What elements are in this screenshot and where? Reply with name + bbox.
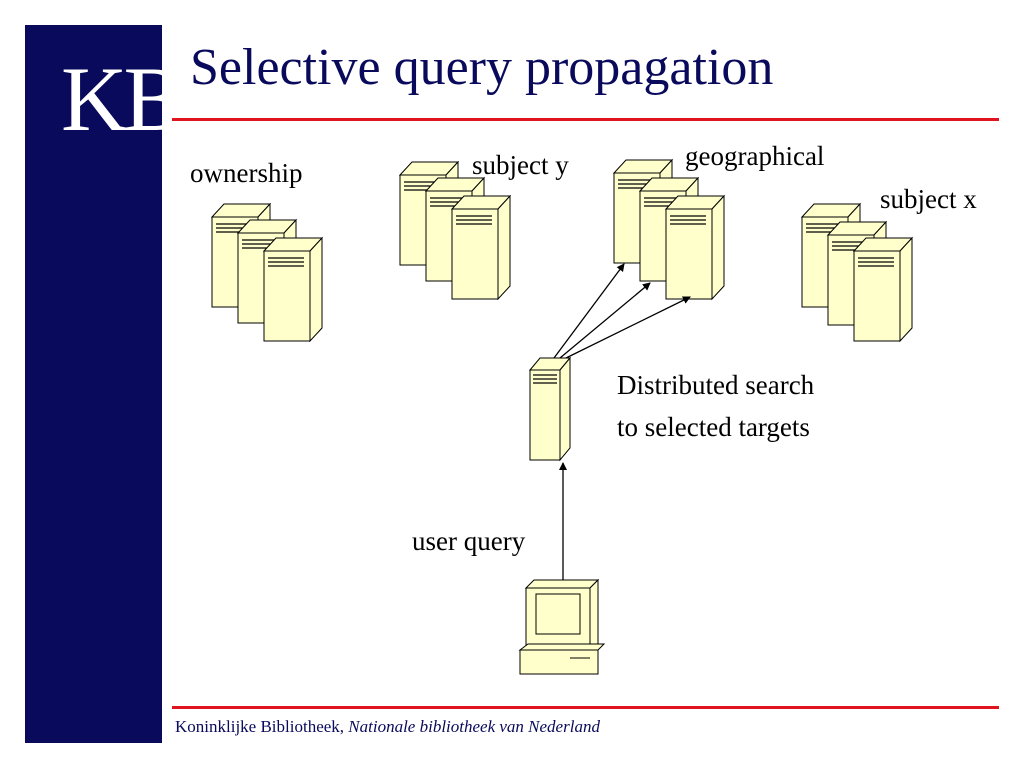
subject-y-server-cluster xyxy=(399,161,511,300)
label-subject-y: subject y xyxy=(472,150,569,180)
footer-org: Koninklijke Bibliotheek, xyxy=(175,717,345,736)
sidebar: KB xyxy=(25,25,185,743)
ownership-server-cluster xyxy=(211,203,323,342)
page-title: Selective query propagation xyxy=(190,39,774,96)
label-selected-targets: to selected targets xyxy=(617,412,810,442)
label-geographical: geographical xyxy=(685,141,825,171)
label-user-query: user query xyxy=(412,526,526,556)
footer-subtitle: Nationale bibliotheek van Nederland xyxy=(348,717,600,736)
query-arrows xyxy=(553,263,691,580)
label-subject-x: subject x xyxy=(880,184,977,214)
kb-logo: KB xyxy=(61,48,185,150)
geographical-server-cluster xyxy=(613,159,725,300)
label-distributed-search: Distributed search xyxy=(617,370,815,400)
bottom-divider xyxy=(172,706,999,709)
footer: Koninklijke Bibliotheek, Nationale bibli… xyxy=(175,717,600,737)
search-server xyxy=(529,357,571,461)
subject-x-server-cluster xyxy=(801,203,913,342)
top-divider xyxy=(172,118,999,121)
label-ownership: ownership xyxy=(190,158,303,188)
user-computer xyxy=(518,578,606,675)
